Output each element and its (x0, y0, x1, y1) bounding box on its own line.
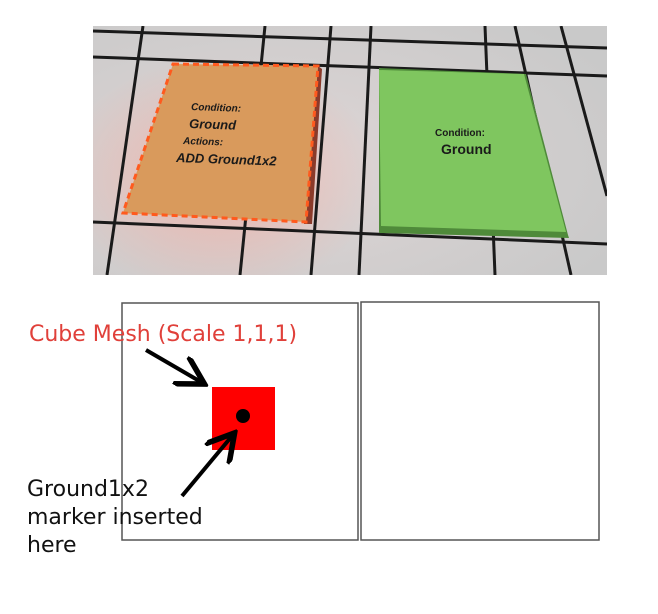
marker-dot (236, 409, 250, 423)
cube-arrow (144, 348, 201, 382)
green-condition-label: Condition: (435, 128, 485, 139)
orange-action-value: ADD Ground1x2 (175, 150, 278, 169)
green-tile[interactable] (379, 70, 566, 232)
marker-callout: Ground1x2 marker inserted here (27, 477, 203, 558)
orange-condition-value: Ground (189, 116, 237, 133)
scene-svg: Condition: Ground Actions: ADD Ground1x2… (93, 26, 607, 275)
orange-tile[interactable] (123, 64, 318, 222)
schematic-diagram (121, 301, 600, 541)
orange-tile-outline (120, 62, 320, 224)
scene-render: Condition: Ground Actions: ADD Ground1x2… (93, 26, 607, 275)
marker-arrow (180, 436, 232, 498)
orange-actions-label: Actions: (182, 136, 223, 148)
cube-mesh-callout: Cube Mesh (Scale 1,1,1) (29, 322, 298, 347)
right-tile-outline (360, 301, 600, 541)
orange-condition-label: Condition: (191, 102, 241, 115)
green-condition-value: Ground (441, 141, 492, 157)
